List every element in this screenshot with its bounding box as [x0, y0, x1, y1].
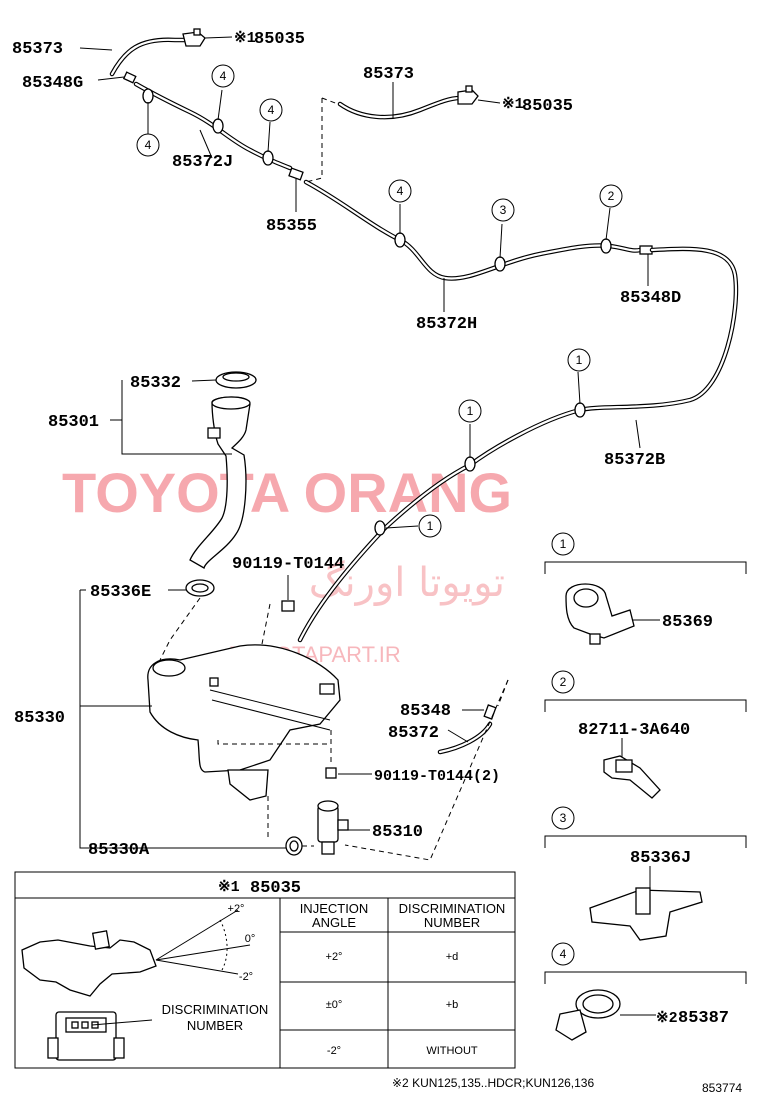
- label-85348: 85348: [400, 702, 451, 721]
- footnote: ※2 KUN125,135..HDCR;KUN126,136: [392, 1076, 594, 1090]
- label-85035-top: 85035: [254, 30, 305, 49]
- label-85355: 85355: [266, 217, 317, 236]
- row2-angle: ±0°: [326, 999, 343, 1011]
- label-85336j: 85336J: [630, 849, 691, 868]
- col-discrimination-2: NUMBER: [424, 915, 480, 930]
- label-85332: 85332: [130, 374, 181, 393]
- row2-number: +b: [446, 999, 459, 1011]
- col-injection-angle-1: INJECTION: [300, 901, 369, 916]
- connector-85348: [483, 704, 497, 720]
- row3-number: WITHOUT: [426, 1045, 478, 1057]
- bolt-90119-top: [281, 575, 295, 612]
- discrimination-sketch: DISCRIMINATION NUMBER: [47, 1002, 269, 1061]
- svg-text:4: 4: [397, 184, 404, 198]
- svg-text:3: 3: [560, 811, 567, 825]
- svg-text:4: 4: [220, 69, 227, 83]
- table-title: 85035: [250, 879, 301, 898]
- svg-text:2: 2: [560, 675, 567, 689]
- label-82711: 82711-3A640: [578, 721, 690, 740]
- connector-85348g: [122, 71, 137, 84]
- detail-clip-1: 1 85369: [544, 532, 747, 645]
- table-title-mark: ※1: [218, 879, 240, 896]
- label-85348d: 85348D: [620, 289, 681, 308]
- svg-text:1: 1: [467, 404, 474, 418]
- svg-text:1: 1: [560, 537, 567, 551]
- col-discrimination-1: DISCRIMINATION: [399, 901, 506, 916]
- label-85336e: 85336E: [90, 583, 151, 602]
- angle-top-label: +2°: [228, 903, 245, 915]
- label-85301: 85301: [48, 413, 99, 432]
- label-90119-top: 90119-T0144: [232, 555, 344, 574]
- label-85348g: 85348G: [22, 74, 83, 93]
- label-90119-bottom: 90119-T0144(2): [374, 768, 500, 785]
- washer-pump-85310: [317, 800, 349, 855]
- nozzle-85035-mid: [457, 85, 479, 105]
- nozzle-detail-table: ※1 85035 +2° 0° -2° DISCRIMINATION NUMBE…: [14, 871, 516, 1069]
- washer-tank-85330: [147, 644, 341, 801]
- label-85373-top: 85373: [12, 40, 63, 59]
- label-85330: 85330: [14, 709, 65, 728]
- angle-mid-label: 0°: [245, 933, 256, 945]
- callout-circles: 4 4 4 4 3 2 1 1 1: [136, 64, 623, 538]
- grommet-85336e: [185, 579, 215, 597]
- label-85310: 85310: [372, 823, 423, 842]
- nozzle-sketch: +2° 0° -2°: [21, 903, 256, 997]
- row3-angle: -2°: [327, 1045, 341, 1057]
- diagram-number: 853774: [702, 1081, 742, 1095]
- mark-85035-top: ※1: [234, 30, 256, 47]
- label-85372h: 85372H: [416, 315, 477, 334]
- label-85372: 85372: [388, 724, 439, 743]
- bolt-90119-bottom: [325, 767, 337, 779]
- nozzle-85035-top: [182, 28, 206, 47]
- col-injection-angle-2: ANGLE: [312, 915, 356, 930]
- watermark-brand: TOYOTA ORANG: [62, 461, 512, 524]
- label-85372j: 85372J: [172, 153, 233, 172]
- disc-label-2: NUMBER: [187, 1018, 243, 1033]
- label-85373-mid: 85373: [363, 65, 414, 84]
- filler-cap-85332: [215, 371, 257, 389]
- svg-text:1: 1: [427, 519, 434, 533]
- label-85330a: 85330A: [88, 841, 150, 860]
- detail-clip-3: 3 85336J: [544, 806, 747, 941]
- label-85369: 85369: [662, 613, 713, 632]
- mark-85035-mid: ※1: [502, 96, 524, 113]
- detail-clip-4: 4 ※2 85387: [544, 942, 747, 1041]
- filler-pipe-85301: [189, 396, 251, 569]
- joint-85355: [288, 167, 304, 181]
- svg-text:4: 4: [268, 103, 275, 117]
- svg-text:3: 3: [500, 203, 507, 217]
- label-85035-mid: 85035: [522, 97, 573, 116]
- disc-label-1: DISCRIMINATION: [162, 1002, 269, 1017]
- svg-text:2: 2: [608, 189, 615, 203]
- svg-text:4: 4: [145, 138, 152, 152]
- mark-85387: ※2: [656, 1010, 678, 1027]
- row1-angle: +2°: [326, 951, 343, 963]
- watermark-persian: تویوتا اورنگ: [309, 560, 505, 606]
- label-85372b: 85372B: [604, 451, 665, 470]
- label-85387: 85387: [678, 1009, 729, 1028]
- grommet-85330a: [285, 836, 303, 856]
- row1-number: +d: [446, 951, 459, 963]
- svg-text:1: 1: [576, 353, 583, 367]
- svg-text:4: 4: [560, 947, 567, 961]
- angle-bot-label: -2°: [239, 971, 253, 983]
- detail-clip-2: 2 82711-3A640: [544, 670, 747, 799]
